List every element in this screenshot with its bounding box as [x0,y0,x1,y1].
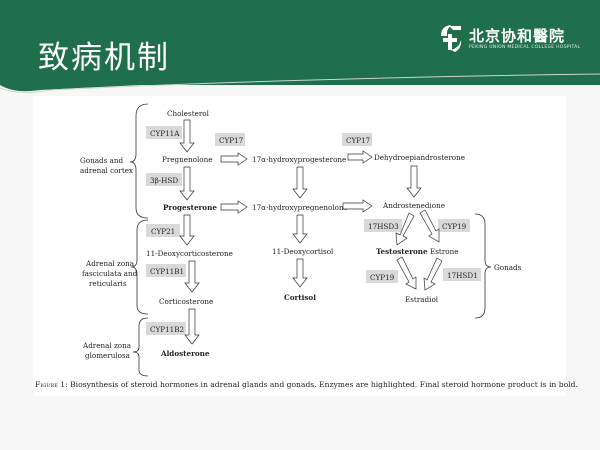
node-androstenedione: Androstenedione [382,201,445,210]
enzyme-3b-hsd: 3β-HSD [150,176,178,185]
arrow-estrone-to-estradiol [423,257,443,291]
arrow-pregnenolone-to-progesterone [179,166,195,201]
region-label-fasciculata-1: Adrenal zona [85,259,135,268]
node-corticosterone: Corticosterone [159,297,213,306]
node-aldosterone: Aldosterone [160,349,210,358]
enzyme-17hsd3: 17HSD3 [368,222,399,231]
arrow-deoxycortisol-to-cortisol [292,258,308,288]
arrow-pregnenolone-to-17oh-progesterone [220,152,248,166]
region-label-fasciculata-3: reticularis [89,279,127,288]
enzyme-cyp19-b: CYP19 [370,273,395,282]
region-label-gonads-adrenal-1: Gonads and [80,156,123,165]
node-estradiol: Estradiol [405,295,439,304]
node-pregnenolone: Pregnenolone [162,155,212,164]
bracket-fasciculata [130,219,149,315]
enzyme-box-17hsd3 [364,219,402,232]
enzyme-cyp11b1: CYP11B1 [150,267,184,276]
arrow-corticosterone-to-aldosterone [184,308,200,345]
enzyme-box-3b-hsd [146,173,182,186]
arrow-dhea-to-androstenedione [406,165,422,198]
node-17oh-pregnenolone: 17α-hydroxypregnenolone [252,203,348,212]
figure-caption-label: Figure 1: [35,380,68,389]
slide-title: 致病机制 [38,40,170,76]
enzyme-cyp11b2: CYP11B2 [150,325,184,334]
enzyme-box-cyp19-b [366,270,398,283]
arrow-androstenedione-to-estrone [419,209,440,243]
arrow-17oh-progesterone-to-17oh-pregnenolone [292,166,308,199]
arrow-17oh-pregnenolone-to-deoxycortisol [292,214,308,244]
enzyme-cyp17-a: CYP17 [219,136,244,145]
steroid-pathway-figure: Gonads and adrenal cortex Adrenal zona f… [33,96,566,396]
hospital-logo-icon [441,25,462,52]
arrow-testosterone-to-estradiol [396,256,417,290]
region-label-glomerulosa-1: Adrenal zona [82,341,132,350]
figure-caption: Figure 1: Biosynthesis of steroid hormon… [35,380,578,389]
node-estrone: Estrone [430,247,458,256]
enzyme-17hsd1: 17HSD1 [447,271,478,280]
enzyme-cyp21: CYP21 [151,227,175,236]
region-label-fasciculata-2: fasciculata and [82,269,138,278]
enzyme-box-cyp11b2 [146,322,186,335]
node-dhea: Dehydroepiandrosterone [374,153,465,162]
arrow-cholesterol-to-pregnenolone [179,119,195,153]
enzyme-box-cyp21 [146,224,180,237]
enzyme-cyp11a: CYP11A [150,129,180,138]
enzyme-box-cyp11a [146,126,182,139]
arrow-progesterone-to-deoxycorticosterone [179,214,195,246]
enzyme-box-17hsd1 [443,268,481,281]
enzyme-box-cyp17-b [342,133,372,146]
pathway-diagram: Gonads and adrenal cortex Adrenal zona f… [80,103,522,377]
arrow-17oh-progesterone-to-dhea [347,150,373,164]
region-label-glomerulosa-2: glomerulosa [85,351,131,360]
enzyme-box-cyp11b1 [146,264,186,277]
arrow-androstenedione-to-testosterone [395,212,415,246]
bracket-glomerulosa [132,317,149,377]
node-11-deoxycorticosterone: 11-Deoxycorticosterone [146,249,233,258]
node-17oh-progesterone: 17α-hydroxyprogesterone [252,155,346,164]
hospital-logo-subtitle: PEKING UNION MEDICAL COLLEGE HOSPITAL [469,45,581,50]
node-11-deoxycortisol: 11-Deoxycortisol [272,247,334,256]
enzyme-cyp17-b: CYP17 [346,136,371,145]
arrow-17oh-pregnenolone-to-androstenedione [342,199,373,213]
node-cholesterol: Cholesterol [167,109,210,118]
node-testosterone: Testosterone [376,247,428,256]
arrow-progesterone-to-17oh-pregnenolone [220,200,248,214]
enzyme-box-cyp19-a [438,219,470,232]
region-label-gonads-adrenal-2: adrenal cortex [80,166,133,175]
enzyme-box-cyp17-a [215,133,245,146]
node-cortisol: Cortisol [284,293,316,302]
hospital-logo-text: 北京协和醫院 [469,27,566,45]
bracket-gonads [474,213,492,319]
arrow-deoxycorticosterone-to-corticosterone [184,260,200,293]
header-wave [0,70,600,94]
figure-caption-text: Biosynthesis of steroid hormones in adre… [67,380,578,389]
node-progesterone: Progesterone [163,203,217,212]
bracket-gonads-adrenal [129,103,149,219]
enzyme-cyp19-a: CYP19 [442,222,467,231]
region-label-gonads: Gonads [494,263,522,272]
